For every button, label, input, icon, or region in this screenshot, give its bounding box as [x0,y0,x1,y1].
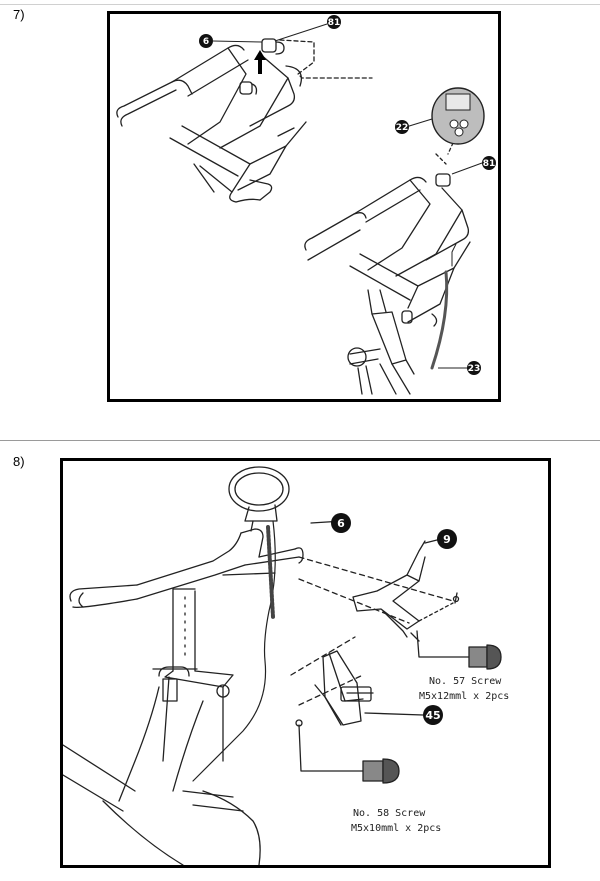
bracket-45-drawing [314,650,374,726]
callout-81-step7-right: 81 [482,156,496,170]
step-7-illustration: 6 81 22 81 23 [116,15,496,395]
cable [192,520,276,782]
step-7-diagram-panel: 6 81 22 81 23 [107,11,501,402]
step-8-label: 8) [13,454,25,469]
step-8-diagram-panel: 6 9 45 No. 57 Screw M5x12mml x 2pcs No. … [60,458,551,868]
screw-58-spec: M5x10mml x 2pcs [351,823,441,834]
up-arrow-icon [254,50,266,60]
handlebar-clamp-parts [239,38,285,95]
handlebar-drawing [69,528,304,608]
top-rule [0,4,600,5]
callout-9-step8: 9 [437,529,457,549]
sensor-cable [430,270,449,370]
screw-57-spec: M5x12mml x 2pcs [419,691,509,702]
svg-text:81: 81 [483,159,496,169]
callout-45-step8: 45 [423,705,443,725]
svg-text:9: 9 [443,533,451,546]
screw-57-name: No. 57 Screw [429,676,502,687]
console-drawing [228,466,290,532]
svg-text:23: 23 [468,364,481,374]
handlebar-right-drawing [304,176,471,327]
svg-text:45: 45 [425,709,440,722]
callout-23-step7: 23 [467,361,481,375]
screw-58-name: No. 58 Screw [353,808,426,819]
handlebar-left-drawing [116,44,307,203]
knob-drawing [152,666,230,702]
svg-text:6: 6 [203,37,209,47]
callout-22-step7: 22 [395,120,409,134]
cable-spring [266,525,275,619]
step-divider [0,440,600,441]
callout-6-step8: 6 [331,513,351,533]
console-drawing [431,87,485,145]
step-8-illustration: 6 9 45 No. 57 Screw M5x12mml x 2pcs No. … [63,466,509,865]
step-7-label: 7) [13,7,25,22]
callout-6-step7: 6 [199,34,213,48]
svg-text:22: 22 [396,123,409,133]
svg-text:81: 81 [328,18,341,28]
bracket-9-drawing [352,540,426,638]
frame-post-drawing [347,289,415,395]
svg-text:6: 6 [337,517,345,530]
frame-post-drawing [63,588,261,865]
callout-81-step7-top: 81 [327,15,341,29]
